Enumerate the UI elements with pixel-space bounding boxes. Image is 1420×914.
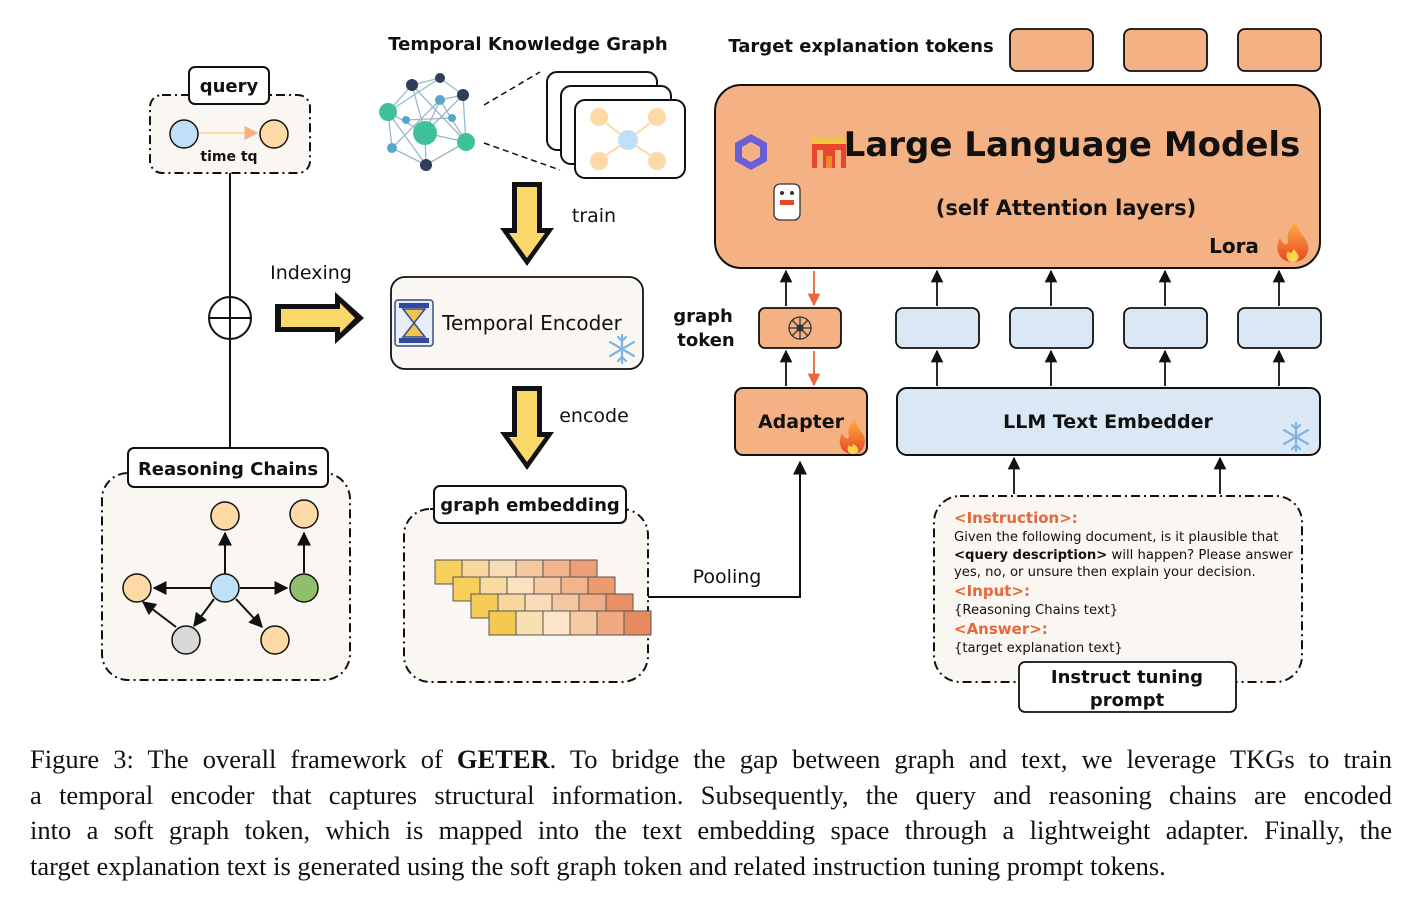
encode-arrow xyxy=(500,386,554,470)
fire-icon xyxy=(839,418,865,454)
snowflake-icon xyxy=(1282,421,1310,453)
text-embedder-box: LLM Text Embedder xyxy=(896,387,1321,456)
caption-prefix: Figure 3: The overall framework of xyxy=(30,744,457,774)
qwen-logo-icon xyxy=(735,134,767,170)
llama-logo-icon xyxy=(773,183,801,221)
llm-title: Large Language Models xyxy=(844,125,1301,165)
tkg-label: Temporal Knowledge Graph xyxy=(388,34,667,55)
temporal-encoder-label: Temporal Encoder xyxy=(441,311,622,335)
llm-subtitle: (self Attention layers) xyxy=(936,196,1197,220)
reasoning-chains-label: Reasoning Chains xyxy=(138,459,318,480)
graph-embedding-panel: graph embedding xyxy=(403,485,652,683)
embedding-matrix xyxy=(434,559,652,636)
reasoning-chains-panel: Reasoning Chains xyxy=(101,447,351,681)
graph-embedding-label: graph embedding xyxy=(440,495,620,516)
caption-line-3: into a soft graph token, which is mapped… xyxy=(30,815,1392,845)
caption-bold-name: GETER xyxy=(456,744,550,774)
text-embedder-label: LLM Text Embedder xyxy=(1003,411,1213,433)
prompt-input-text: {Reasoning Chains text} xyxy=(954,603,1118,618)
indexing-label: Indexing xyxy=(270,262,352,284)
tkg-graph-icon xyxy=(379,73,475,171)
llm-box: Large Language Models (self Attention la… xyxy=(714,84,1321,269)
figure-caption: Figure 3: The overall framework of GETER… xyxy=(30,742,1392,884)
query-time-label: time tq xyxy=(200,149,257,165)
prompt-instruction-line2-rest: will happen? Please answer xyxy=(1107,548,1293,563)
hourglass-icon xyxy=(394,299,434,347)
fire-icon xyxy=(1277,221,1309,262)
graph-token-label-line1: graph xyxy=(673,306,733,327)
train-arrow xyxy=(500,182,554,266)
adapter-label: Adapter xyxy=(758,411,845,433)
target-token xyxy=(1009,28,1094,72)
prompt-query-placeholder: <query description> xyxy=(954,548,1107,563)
framework-diagram: query time tq Indexing Reasoning Chains xyxy=(101,28,1322,713)
caption-line-1: Figure 3: The overall framework of GETER… xyxy=(30,742,1392,778)
target-token xyxy=(1237,28,1322,72)
graph-token-icon xyxy=(788,316,812,340)
embedding-cell xyxy=(542,610,571,636)
tkg-snapshots-icon xyxy=(546,71,686,179)
query-panel: query time tq xyxy=(149,66,311,174)
embedding-cell xyxy=(623,610,652,636)
graph-token xyxy=(758,307,842,349)
embedding-cell xyxy=(569,610,598,636)
prompt-answer-tag: <Answer>: xyxy=(954,620,1048,638)
indexing-arrow xyxy=(275,292,364,344)
embedding-cell xyxy=(515,610,544,636)
instruct-prompt-panel: <Instruction>: Given the following docum… xyxy=(933,495,1303,713)
caption-line-4: target explanation text is generated usi… xyxy=(30,850,1166,881)
mistral-logo-icon xyxy=(812,138,846,168)
target-token xyxy=(1123,28,1208,72)
text-token xyxy=(1009,307,1094,349)
caption-line1-rest: . To bridge the gap between graph and te… xyxy=(549,744,1393,774)
snowflake-icon xyxy=(608,333,636,365)
query-node-object xyxy=(259,119,289,149)
prompt-instruction-line1: Given the following document, is it plau… xyxy=(954,530,1278,545)
train-label: train xyxy=(572,205,616,227)
encode-label: encode xyxy=(559,405,629,427)
target-tokens-label: Target explanation tokens xyxy=(728,36,993,57)
lora-label: Lora xyxy=(1209,234,1259,258)
graph-token-label-line2: token xyxy=(677,330,734,351)
embedding-cell xyxy=(596,610,625,636)
concat-operator xyxy=(208,296,252,340)
llm-input-arrows xyxy=(779,269,1286,307)
query-node-subject xyxy=(169,119,199,149)
pooling-label: Pooling xyxy=(693,566,762,588)
prompt-box-label-line2: prompt xyxy=(1090,690,1165,711)
prompt-answer-text: {target explanation text} xyxy=(954,641,1123,656)
prompt-input-tag: <Input>: xyxy=(954,582,1030,600)
text-token xyxy=(1123,307,1208,349)
text-token-row xyxy=(895,307,1322,349)
caption-line-2: a temporal encoder that captures structu… xyxy=(30,779,1392,810)
temporal-encoder-box: Temporal Encoder xyxy=(390,276,644,370)
text-token xyxy=(895,307,980,349)
prompt-instruction-tag: <Instruction>: xyxy=(954,509,1078,527)
embedding-cell xyxy=(488,610,517,636)
target-token-row xyxy=(1009,28,1322,72)
adapter-box: Adapter xyxy=(734,387,868,456)
query-label: query xyxy=(200,76,259,97)
text-token xyxy=(1237,307,1322,349)
prompt-instruction-line2: <query description> will happen? Please … xyxy=(954,548,1294,563)
prompt-instruction-line3: yes, no, or unsure then explain your dec… xyxy=(954,565,1256,580)
prompt-box-label-line1: Instruct tuning xyxy=(1051,667,1203,688)
